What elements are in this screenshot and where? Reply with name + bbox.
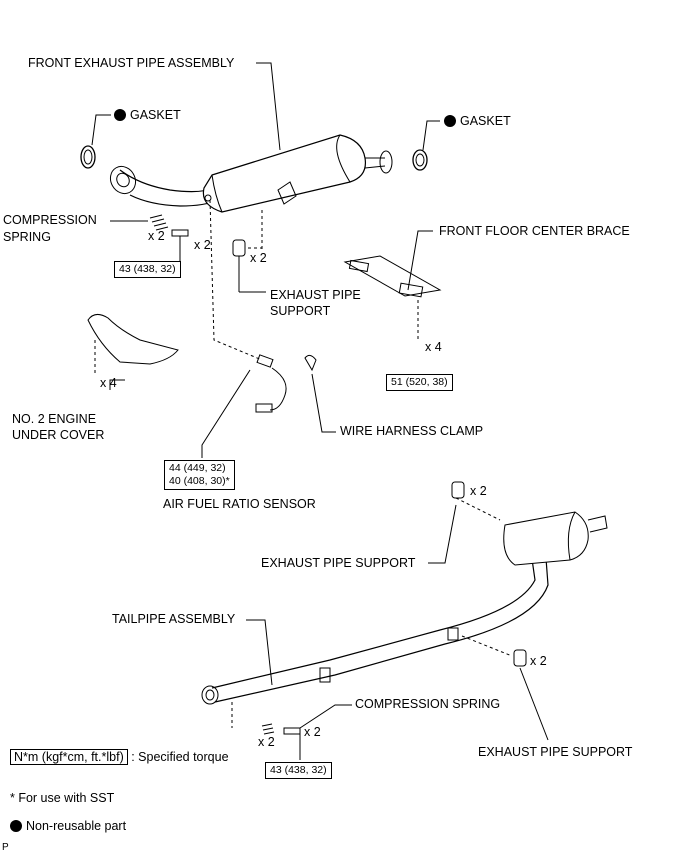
qty-cover-bolts: x 4 (100, 376, 117, 390)
label-compression-spring-bottom: COMPRESSION SPRING (355, 697, 501, 711)
non-reusable-legend-icon (10, 820, 22, 832)
label-exhaust-pipe-support-top-1: EXHAUST PIPE (270, 288, 361, 302)
compression-spring-top (110, 214, 169, 231)
leader-gasket-right (422, 120, 440, 151)
gasket-left (80, 145, 96, 169)
torque-top-bolt: 43 (438, 32) (114, 261, 181, 278)
legend-specified-torque: N*m (kgf*cm, ft.*lbf) : Specified torque (10, 749, 229, 765)
wire-harness-clamp (304, 354, 336, 433)
qty-brace-bolts: x 4 (425, 340, 442, 354)
torque-sensor-value-2: 40 (408, 30)* (169, 475, 230, 487)
no2-engine-under-cover (87, 314, 179, 390)
label-compression-spring-top-2: SPRING (3, 230, 51, 244)
qty-support-top: x 2 (250, 251, 267, 265)
gasket-right (412, 149, 428, 171)
torque-brace: 51 (520, 38) (386, 374, 453, 391)
exhaust-pipe-support-bottom (461, 635, 549, 741)
label-exhaust-pipe-support-mid: EXHAUST PIPE SUPPORT (261, 556, 416, 570)
label-tailpipe-assembly: TAILPIPE ASSEMBLY (112, 612, 236, 626)
exhaust-pipe-support-mid (428, 481, 501, 564)
qty-support-mid: x 2 (470, 484, 487, 498)
qty-bolt-bottom: x 2 (304, 725, 321, 739)
torque-sensor: 44 (449, 32) 40 (408, 30)* (164, 460, 235, 490)
legend-nonreusable-text: Non-reusable part (26, 819, 127, 833)
label-front-exhaust-pipe-assembly: FRONT EXHAUST PIPE ASSEMBLY (28, 56, 235, 70)
qty-support-bottom: x 2 (530, 654, 547, 668)
label-no2-engine-under-cover-1: NO. 2 ENGINE (12, 412, 97, 426)
label-wire-harness-clamp: WIRE HARNESS CLAMP (340, 424, 484, 438)
qty-spring-bottom: x 2 (258, 735, 275, 749)
qty-spring-top: x 2 (148, 229, 165, 243)
front-floor-center-brace (343, 230, 442, 342)
non-reusable-marker-icon (114, 109, 126, 121)
label-gasket-right: GASKET (444, 114, 511, 129)
leader-gasket-left (91, 114, 111, 146)
gasket-right-text: GASKET (460, 114, 511, 128)
qty-bolt-top: x 2 (194, 238, 211, 252)
label-front-floor-center-brace: FRONT FLOOR CENTER BRACE (439, 224, 630, 238)
legend-torque-text: : Specified torque (131, 750, 229, 764)
label-exhaust-pipe-support-top-2: SUPPORT (270, 304, 331, 318)
legend-torque-unit-box: N*m (kgf*cm, ft.*lbf) (10, 749, 128, 765)
compression-spring-bottom (261, 704, 352, 760)
tailpipe-assembly (201, 511, 608, 728)
torque-bottom-bolt: 43 (438, 32) (265, 762, 332, 779)
leader-front-pipe (256, 62, 281, 151)
gasket-left-text: GASKET (130, 108, 181, 122)
label-compression-spring-top-1: COMPRESSION (3, 213, 97, 227)
label-no2-engine-under-cover-2: UNDER COVER (12, 428, 105, 442)
bolt-top (171, 229, 189, 262)
torque-sensor-value-1: 44 (449, 32) (169, 462, 226, 474)
air-fuel-ratio-sensor (201, 199, 287, 458)
label-air-fuel-ratio-sensor: AIR FUEL RATIO SENSOR (163, 497, 316, 511)
footer-code: P (2, 842, 9, 853)
label-gasket-left: GASKET (114, 108, 181, 123)
exhaust-pipe-support-top (232, 210, 266, 293)
front-exhaust-pipe (109, 134, 393, 213)
legend-sst-note: * For use with SST (10, 791, 115, 805)
non-reusable-marker-icon (444, 115, 456, 127)
label-exhaust-pipe-support-bottom: EXHAUST PIPE SUPPORT (478, 745, 633, 759)
legend-nonreusable: Non-reusable part (10, 819, 126, 834)
